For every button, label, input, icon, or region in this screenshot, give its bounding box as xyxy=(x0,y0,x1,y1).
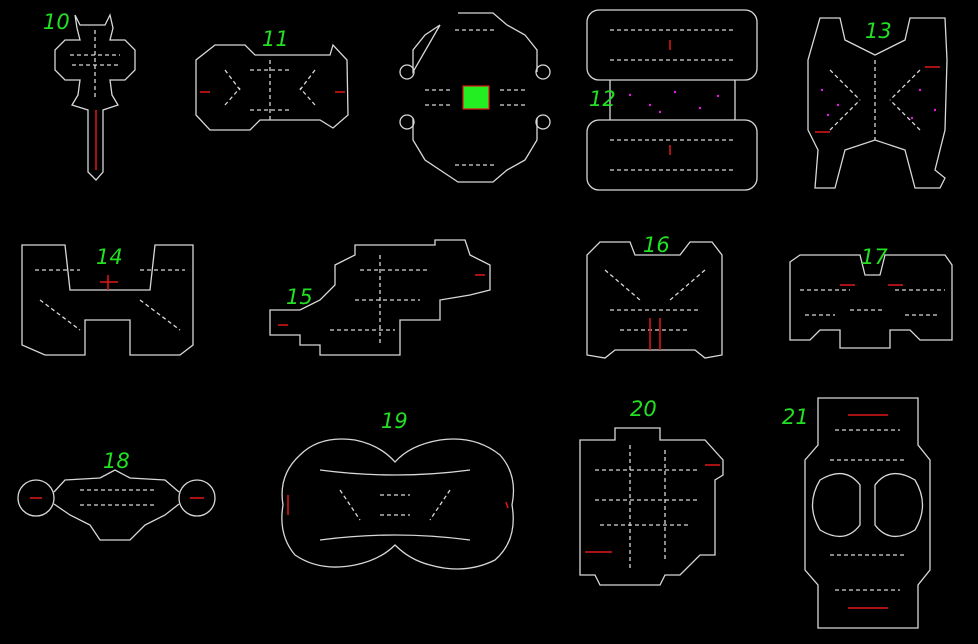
map-15-outline xyxy=(269,239,491,356)
map-label-10: 10 xyxy=(43,10,70,34)
map-label-14: 14 xyxy=(96,245,123,269)
map-13-outline xyxy=(807,17,948,189)
map-17-outline xyxy=(789,254,953,349)
green-highlight-square xyxy=(462,85,490,110)
map-label-11: 11 xyxy=(262,27,289,51)
map-20-outline xyxy=(579,427,724,586)
map-21-outline xyxy=(804,397,931,629)
map-unlabeled-outline xyxy=(399,12,551,183)
map-label-16: 16 xyxy=(643,233,670,257)
map-18-outline xyxy=(17,469,216,541)
map-label-17: 17 xyxy=(861,245,888,269)
map-label-21: 21 xyxy=(782,405,809,429)
map-12-outline xyxy=(586,9,758,191)
map-label-12: 12 xyxy=(589,87,616,111)
map-19-outline xyxy=(281,438,515,570)
map-label-19: 19 xyxy=(381,409,408,433)
map-label-18: 18 xyxy=(103,449,130,473)
map-label-20: 20 xyxy=(630,397,657,421)
map-14-outline xyxy=(21,244,194,356)
map-10-outline xyxy=(54,13,136,181)
map-16-outline xyxy=(586,241,723,359)
map-label-13: 13 xyxy=(865,19,892,43)
map-label-15: 15 xyxy=(286,285,313,309)
map-11-outline xyxy=(195,43,349,131)
